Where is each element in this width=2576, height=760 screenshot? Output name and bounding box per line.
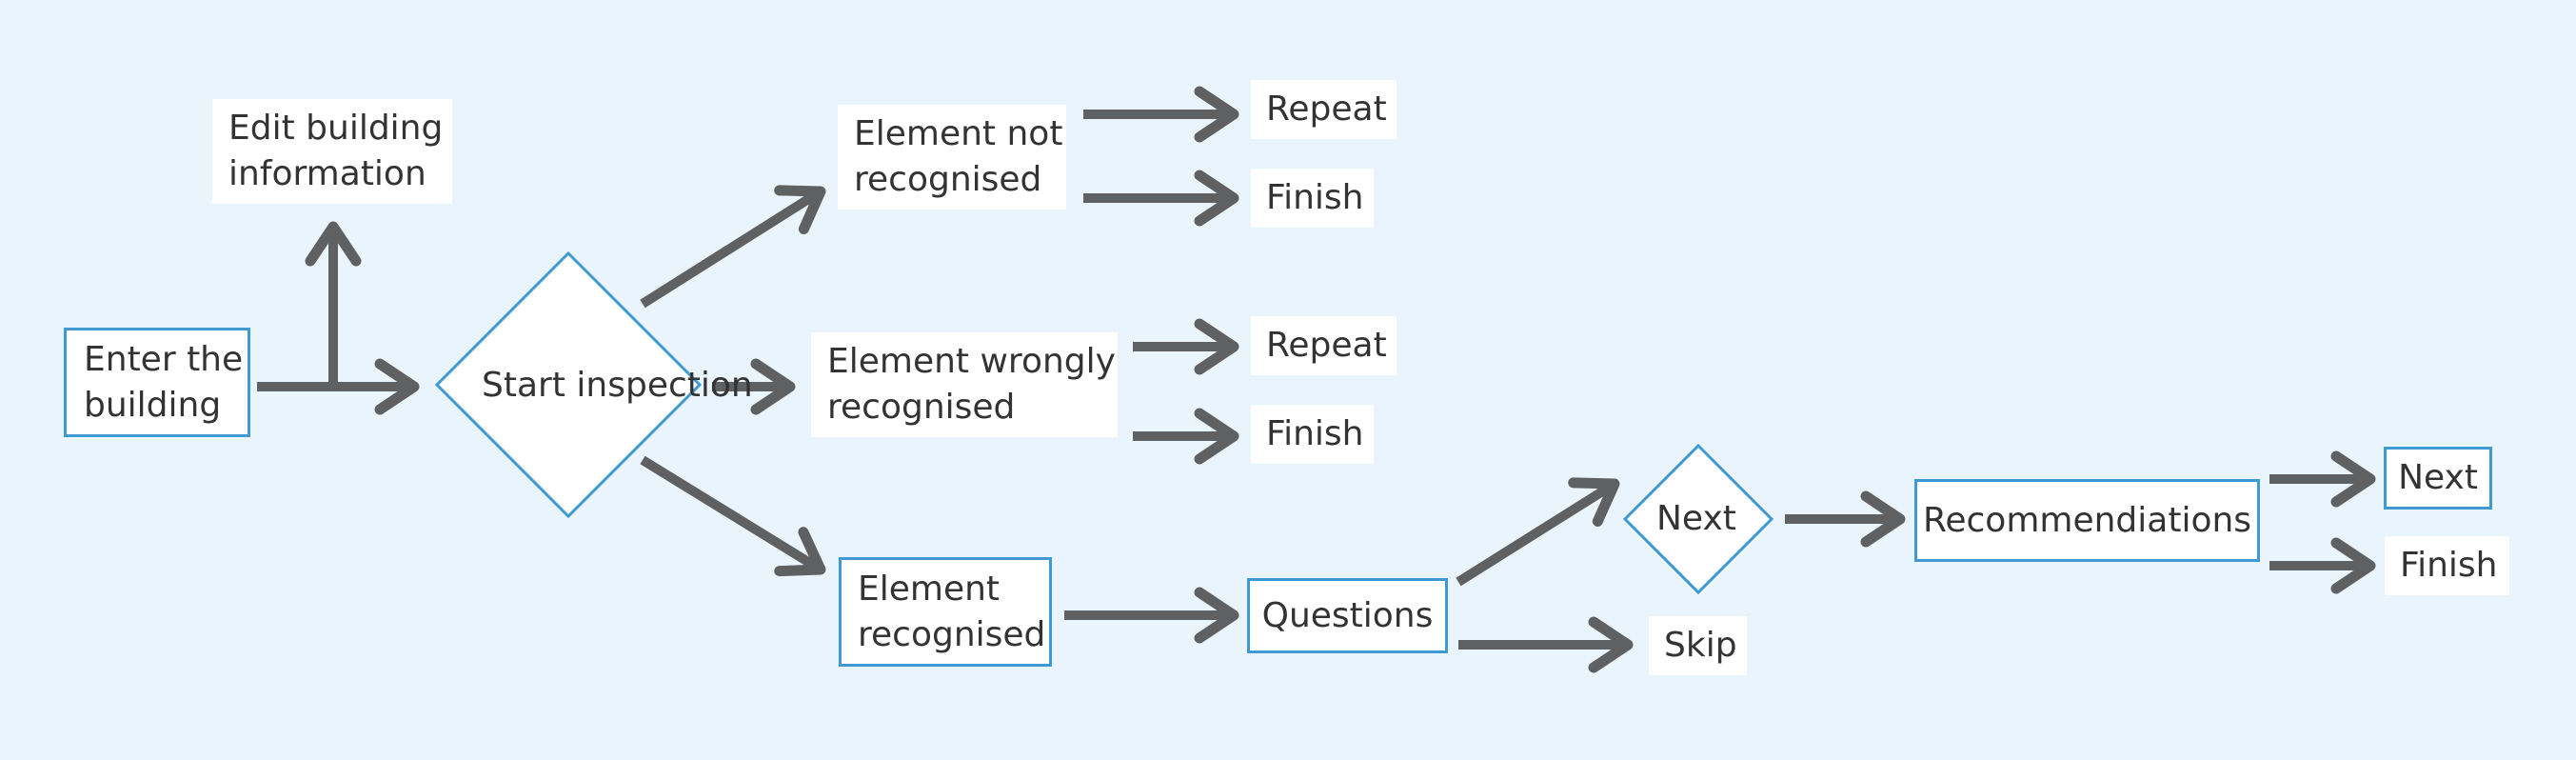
next-end-box: Next [2384,447,2492,510]
skip-label: Skip [1664,626,1737,665]
start-inspection-line1: Start [482,366,565,405]
repeat-label-2: Repeat [1266,326,1387,365]
edit-info-line2: information [228,154,426,193]
questions-label: Questions [1261,595,1434,635]
repeat-box-1: Repeat [1251,80,1397,139]
next-diamond [1622,443,1774,595]
finish-label-1: Finish [1266,178,1364,217]
edit-building-info-box: Edit building information [212,99,452,204]
repeat-label-1: Repeat [1266,90,1387,129]
next-decision-label: Next [1656,496,1736,542]
arrow-start-to-not-recognised [640,185,826,309]
finish-label-2: Finish [1266,414,1364,453]
start-inspection-line2: inspection [576,366,753,405]
enter-building-box: Enter the building [64,328,250,437]
start-inspection-label: Start inspection [482,338,753,433]
recognised-line1: Element [858,569,1001,609]
recommendations-box: Recommendiations [1914,479,2260,562]
finish-box-2: Finish [1251,405,1374,464]
recommendations-label: Recommendiations [1922,500,2252,540]
not-recognised-line2: recognised [854,160,1042,199]
start-inspection-diamond [434,250,703,519]
not-recognised-line1: Element not [854,114,1063,153]
arrow-questions-to-next [1456,477,1620,587]
recognised-line2: recognised [858,614,1046,654]
questions-box: Questions [1247,578,1448,653]
finish-box-1: Finish [1251,169,1374,228]
element-wrongly-recognised-box: Element wrongly recognised [811,332,1118,437]
finish-end-box: Finish [2385,536,2509,595]
arrow-start-to-recognised [640,455,826,577]
edit-info-line1: Edit building [228,109,444,148]
next-end-label: Next [2398,458,2478,497]
element-not-recognised-box: Element not recognised [838,105,1066,210]
finish-end-label: Finish [2400,546,2498,585]
repeat-box-2: Repeat [1251,316,1397,375]
skip-box: Skip [1649,616,1747,675]
enter-building-line2: building [84,385,222,425]
wrongly-line2: recognised [827,388,1016,427]
enter-building-line1: Enter the [84,339,244,379]
next-decision-text: Next [1656,499,1736,538]
wrongly-line1: Element wrongly [827,342,1116,381]
element-recognised-box: Element recognised [839,557,1052,667]
